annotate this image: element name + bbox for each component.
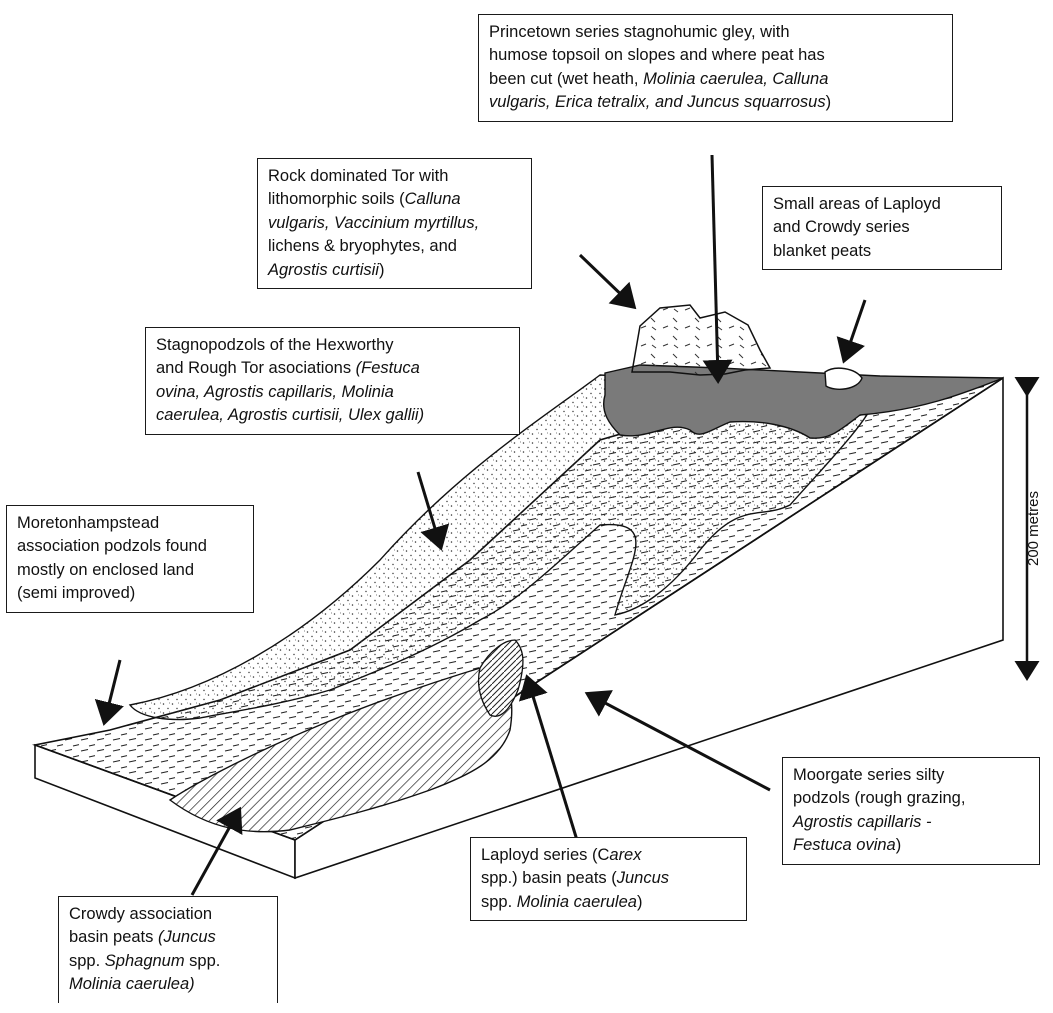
crowdy-line-4: Molinia caerulea) [69,975,195,993]
moorgate-line-2: podzols (rough grazing, [793,789,965,807]
label-moorgate: Moorgate series silty podzols (rough gra… [782,757,1040,865]
laployd-basin-line-2a: spp.) basin peats ( [481,869,617,887]
pointer-arrow-moretonhampstead [105,660,120,720]
moorgate-line-4a: Festuca ovina [793,836,896,854]
laployd-small-line-1: Small areas of Laployd [773,195,941,213]
tor-line-1: Rock dominated Tor with [268,167,448,185]
princetown-line-1: Princetown series stagnohumic gley, with [489,23,790,41]
laployd-small-line-3: blanket peats [773,242,871,260]
crowdy-line-2b: (Juncus [158,928,216,946]
laployd-basin-line-1a: Laployd series (C [481,846,609,864]
crowdy-line-2a: basin peats [69,928,158,946]
stagnopodzols-line-2a: and Rough Tor asociations [156,359,356,377]
princetown-line-4a: vulgaris, Erica tetralix, and Juncus squ… [489,93,826,111]
label-princetown: Princetown series stagnohumic gley, with… [478,14,953,122]
princetown-line-2: humose topsoil on slopes and where peat … [489,46,825,64]
label-laployd-small: Small areas of Laployd and Crowdy series… [762,186,1002,270]
stagnopodzols-line-3: ovina, Agrostis capillaris, Molinia [156,383,394,401]
label-laployd-basin: Laployd series (Carex spp.) basin peats … [470,837,747,921]
tor-line-5a: Agrostis curtisii [268,261,379,279]
pointer-arrow-tor [580,255,632,305]
moorgate-line-3: Agrostis capillaris - [793,813,931,831]
stagnopodzols-line-2b: (Festuca [356,359,420,377]
princetown-line-3b: Molinia caerulea, Calluna [643,70,828,88]
label-stagnopodzols: Stagnopodzols of the Hexworthy and Rough… [145,327,520,435]
label-crowdy: Crowdy association basin peats (Juncus s… [58,896,278,1003]
crowdy-line-1: Crowdy association [69,905,212,923]
moretonhampstead-line-1: Moretonhampstead [17,514,159,532]
pointer-arrow-blanket-peat [845,300,865,358]
princetown-line-3a: been cut (wet heath, [489,70,643,88]
tor-line-2a: lithomorphic soils ( [268,190,405,208]
tor-line-5b: ) [379,261,385,279]
crowdy-line-3a: spp. [69,952,105,970]
laployd-basin-line-1b: arex [609,846,641,864]
laployd-basin-line-3a: spp. [481,893,517,911]
laployd-basin-line-3b: Molinia caerulea [517,893,637,911]
moorgate-line-1: Moorgate series silty [793,766,944,784]
stagnopodzols-line-4: caerulea, Agrostis curtisii, Ulex gallii… [156,406,424,424]
tor-rock [632,305,770,375]
crowdy-line-3c: spp. [185,952,221,970]
scale-label: 200 metres [1025,491,1042,566]
tor-line-4: lichens & bryophytes, and [268,237,457,255]
laployd-small-line-2: and Crowdy series [773,218,910,236]
tor-line-2b: Calluna [405,190,461,208]
label-tor: Rock dominated Tor with lithomorphic soi… [257,158,532,289]
moorgate-line-4b: ) [896,836,902,854]
crowdy-line-3b: Sphagnum [105,952,185,970]
moretonhampstead-line-4: (semi improved) [17,584,135,602]
moretonhampstead-line-2: association podzols found [17,537,207,555]
label-moretonhampstead: Moretonhampstead association podzols fou… [6,505,254,613]
princetown-line-4b: ) [826,93,832,111]
laployd-basin-line-3c: ) [637,893,643,911]
stagnopodzols-line-1: Stagnopodzols of the Hexworthy [156,336,394,354]
laployd-basin-line-2b: Juncus [617,869,669,887]
tor-line-3: vulgaris, Vaccinium myrtillus, [268,214,479,232]
moretonhampstead-line-3: mostly on enclosed land [17,561,194,579]
